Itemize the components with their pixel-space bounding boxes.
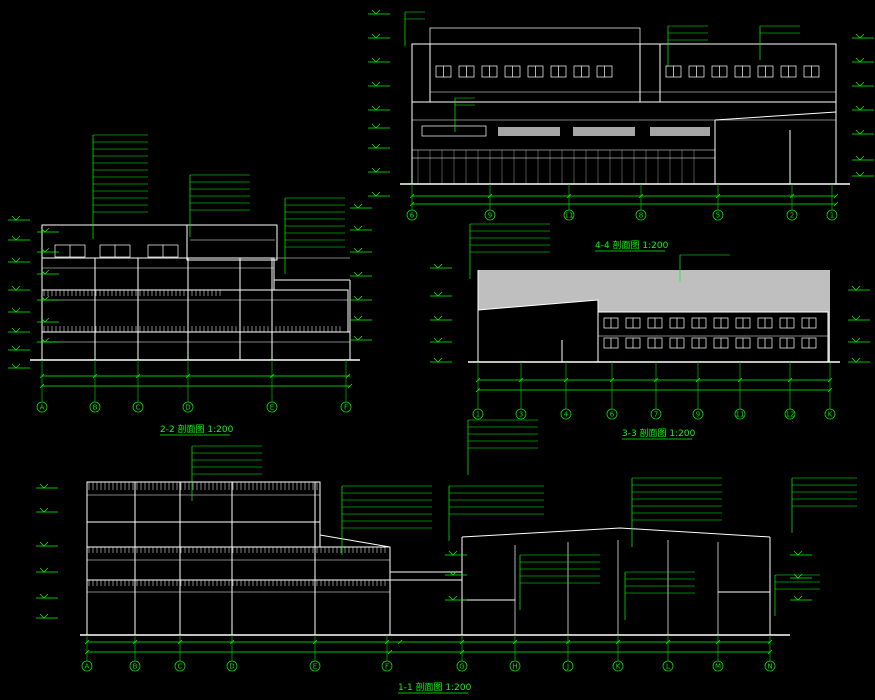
- axis-label: N: [767, 663, 772, 671]
- axis-label: B: [93, 404, 98, 412]
- axis-label: 5: [716, 212, 720, 220]
- axis-label: 8: [639, 212, 643, 220]
- axis-bubble: [712, 209, 724, 221]
- axis-label: 12: [786, 411, 795, 419]
- section-3-3-windows: [603, 317, 817, 349]
- section-1-1-railings: [88, 482, 386, 586]
- axis-label: J: [566, 663, 569, 671]
- axis-label: L: [666, 663, 670, 671]
- axis-bubble: [612, 660, 624, 672]
- axis-label: K: [616, 663, 621, 671]
- section-2-2-railings: [43, 290, 341, 332]
- axis-bubble: [309, 660, 321, 672]
- axis-bubble: [89, 401, 101, 413]
- axis-bubble: [563, 209, 575, 221]
- axis-label: 6: [610, 411, 615, 419]
- axis-bubble: [472, 408, 484, 420]
- axis-bubble: [784, 408, 796, 420]
- axis-label: G: [459, 663, 464, 671]
- section-4-4-windows: [417, 65, 820, 184]
- axis-bubble: [484, 209, 496, 221]
- axis-bubble: [226, 660, 238, 672]
- axis-bubble: [381, 660, 393, 672]
- section-title: 3-3 剖面图 1:200: [622, 427, 696, 439]
- axis-bubble: [81, 660, 93, 672]
- axis-bubble: [266, 401, 278, 413]
- axis-label: 11: [736, 411, 745, 419]
- axis-label: C: [178, 663, 183, 671]
- axis-label: 4: [564, 411, 569, 419]
- axis-bubble: [182, 401, 194, 413]
- section-2-2-top-windows: [54, 244, 179, 258]
- axis-label: D: [185, 404, 190, 412]
- axis-label: 9: [696, 411, 700, 419]
- section-3-3-drawing: [468, 270, 840, 363]
- axis-label: 1: [476, 411, 480, 419]
- axis-label: F: [344, 404, 348, 412]
- axis-label: K: [828, 411, 833, 419]
- axis-bubble: [560, 408, 572, 420]
- axis-bubble: [174, 660, 186, 672]
- axis-label: B: [133, 663, 138, 671]
- axis-label: 7: [654, 411, 658, 419]
- axis-label: A: [85, 663, 90, 671]
- axis-label: 6: [410, 212, 415, 220]
- axis-bubble: [406, 209, 418, 221]
- axis-bubble: [132, 401, 144, 413]
- axis-label: C: [136, 404, 141, 412]
- axis-bubble: [764, 660, 776, 672]
- axis-bubble: [36, 401, 48, 413]
- axis-bubble: [692, 408, 704, 420]
- axis-bubble: [712, 660, 724, 672]
- axis-bubble: [662, 660, 674, 672]
- axis-bubble: [824, 408, 836, 420]
- axis-label: E: [270, 404, 274, 412]
- axis-bubble: [129, 660, 141, 672]
- axis-bubble: [786, 209, 798, 221]
- axis-bubble: [509, 660, 521, 672]
- axis-label: E: [313, 663, 317, 671]
- section-4-4-drawing: [400, 27, 850, 185]
- axis-bubble: [515, 408, 527, 420]
- dimension-annotations: [8, 9, 874, 655]
- axis-label: 3: [519, 411, 523, 419]
- axis-label: 11: [565, 212, 574, 220]
- section-titles: 2-2 剖面图 1:200 3-3 剖面图 1:200 4-4 剖面图 1:200 1…: [160, 239, 696, 694]
- axis-label: A: [40, 404, 45, 412]
- axis-bubble: [650, 408, 662, 420]
- axis-label: M: [715, 663, 721, 671]
- axis-label: 2: [790, 212, 794, 220]
- axis-label: 9: [488, 212, 492, 220]
- axis-label: F: [385, 663, 389, 671]
- axis-bubble: [734, 408, 746, 420]
- axis-bubble: [456, 660, 468, 672]
- axis-bubble: [606, 408, 618, 420]
- axis-label: 1: [830, 212, 834, 220]
- section-1-1-drawing: [80, 481, 790, 636]
- section-2-2-drawing: [30, 224, 360, 361]
- section-title: 1-1 剖面图 1:200: [398, 681, 472, 693]
- axis-label: D: [229, 663, 234, 671]
- axis-bubble: [562, 660, 574, 672]
- section-title: 2-2 剖面图 1:200: [160, 423, 234, 435]
- axis-bubble: [826, 209, 838, 221]
- section-title: 4-4 剖面图 1:200: [595, 239, 669, 251]
- axis-label: H: [512, 663, 517, 671]
- axis-bubble: [340, 401, 352, 413]
- axis-bubble: [635, 209, 647, 221]
